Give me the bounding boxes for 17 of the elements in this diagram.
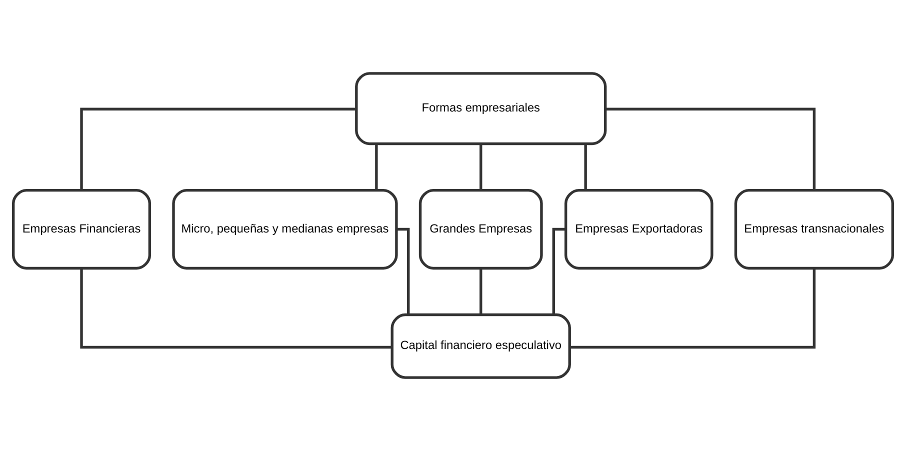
connector <box>80 107 356 190</box>
node-box: Empresas Exportadoras <box>564 188 713 270</box>
node-box: Micro, pequeñas y medianas empresas <box>172 188 398 270</box>
node-box: Capital financiero especulativo <box>390 312 570 378</box>
connector <box>479 143 482 190</box>
connector <box>604 107 816 190</box>
node-box: Empresas transnacionales <box>734 188 894 270</box>
connector <box>569 268 816 348</box>
connector <box>584 143 586 190</box>
connector <box>479 268 482 314</box>
node-box: Empresas Financieras <box>11 188 151 270</box>
connector <box>374 143 378 190</box>
connector <box>396 227 410 314</box>
connector <box>552 227 565 314</box>
node-box: Formas empresariales <box>354 72 606 145</box>
node-box: Grandes Empresas <box>418 188 542 270</box>
connector <box>80 268 392 348</box>
